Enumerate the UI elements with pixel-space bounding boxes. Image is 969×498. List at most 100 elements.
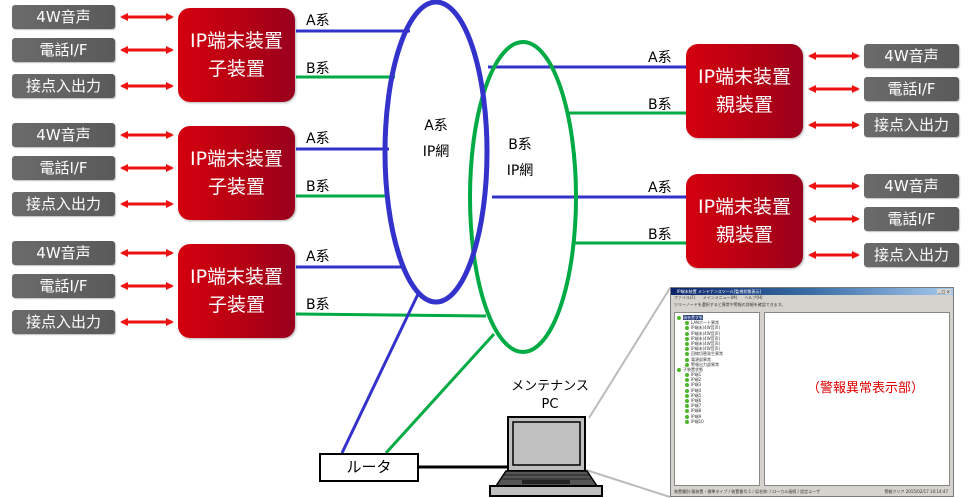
tree-node[interactable]: IP端4 (677, 388, 757, 393)
child-links (295, 29, 487, 318)
tree-node-icon (685, 321, 689, 326)
device-title-line2: 親装置 (715, 94, 773, 116)
child-device: IP端末装置子装置 (178, 244, 295, 338)
b-system-label: B系 (648, 97, 672, 113)
parent-device: IP端末装置親装置 (686, 44, 803, 138)
tree-node[interactable]: IP端3 (677, 382, 757, 388)
a-ip-network (382, 0, 490, 305)
tree-node[interactable]: IP端7 (677, 403, 757, 409)
tree-node[interactable]: IP端末(4W音声) (677, 341, 757, 346)
io-port-box: 4W音声 (12, 241, 115, 265)
io-port-box: 電話I/F (864, 77, 959, 101)
callout-line-top (588, 287, 671, 419)
io-port-box: 接点入出力 (864, 113, 959, 137)
child-device: IP端末装置子装置 (178, 8, 295, 102)
tree-node-label: IP端7 (691, 403, 702, 409)
menu-main[interactable]: メインメニュー(M) (702, 295, 738, 300)
tree-node-label: IP端2 (691, 377, 702, 383)
tree-node[interactable]: IP端6 (677, 398, 757, 403)
tree-node-label: LANポート異常 (691, 320, 720, 326)
maintenance-pc-label-line1: メンテナンス (511, 379, 589, 394)
window-title: IP端末装置 メンテナンスツール[監視状態表示] (677, 289, 761, 294)
io-port-box: 接点入出力 (12, 192, 115, 216)
tree-node[interactable]: IP端2 (677, 377, 757, 383)
device-title-line2: 子装置 (207, 294, 265, 316)
tree-node[interactable]: IP端5 (677, 393, 757, 398)
io-port-box: 電話I/F (864, 207, 959, 231)
tree-node-label: IP端6 (691, 398, 702, 403)
tree-node[interactable]: IP端末(4W音声) (677, 336, 757, 341)
tree-node[interactable]: 警報出力部異常 (677, 362, 757, 367)
tree-node[interactable]: IP端末(4W音声) (677, 346, 757, 352)
tree-node-label: IP端末(4W音声) (691, 330, 721, 336)
tree-node[interactable]: IP端末(4W音声) (677, 331, 757, 336)
tree-node-icon (677, 316, 681, 320)
tree-node-icon (685, 393, 689, 398)
tree-node-icon (685, 326, 689, 331)
tree-node-icon (685, 347, 689, 352)
tree-node-label: IP端5 (691, 392, 702, 398)
tree-node-label: IP端末(4W音声) (691, 346, 721, 352)
tree-node[interactable]: 親装置状態 (677, 315, 757, 320)
a-system-label: A系 (648, 50, 672, 66)
io-port-box: 4W音声 (12, 5, 115, 29)
tree-node[interactable]: IP端1 (677, 372, 757, 378)
tree-node-label: 警報出力部異常 (691, 361, 719, 367)
tree-node-label: IP端末(4W音声) (691, 335, 721, 341)
tree-node-label: IP端3 (691, 382, 702, 388)
tree-node-label: IP端9 (691, 413, 702, 419)
a-system-label: A系 (648, 180, 672, 196)
io-port-box: 4W音声 (864, 174, 959, 198)
tree-node-label: 回線切替発生異常 (691, 351, 723, 357)
tree-node-icon (685, 373, 689, 378)
tree-node[interactable]: 子装置状態 (677, 367, 757, 372)
router: ルータ (319, 453, 419, 482)
maintenance-pc-label: メンテナンス PC (500, 378, 600, 414)
menu-help[interactable]: ヘルプ(H) (744, 295, 763, 300)
tree-node[interactable]: IP端8 (677, 408, 757, 414)
tree-node[interactable]: 電源部異常 (677, 357, 757, 362)
window-controls[interactable]: _ □ × (937, 289, 951, 294)
tree-node-icon (685, 399, 689, 403)
a-network-label-line1: A系 (424, 118, 448, 134)
menu-file[interactable]: ファイル(F) (674, 295, 696, 300)
status-left: 装置種別:親装置・標準タイプ / 装置番号:1 / 局名称: / ローカル接続 … (674, 489, 821, 494)
tree-node-icon (685, 383, 689, 388)
tree-node[interactable]: IP端10 (677, 419, 757, 424)
router-a-link (340, 291, 421, 454)
io-port-box: 電話I/F (12, 156, 115, 180)
a-system-label: A系 (306, 249, 330, 265)
laptop-icon (489, 416, 603, 497)
child3-b-link (295, 312, 487, 318)
io-port-box: 接点入出力 (864, 243, 959, 267)
b-system-label: B系 (306, 297, 330, 313)
tree-node[interactable]: IP端9 (677, 414, 757, 419)
tree-node-icon (677, 367, 681, 372)
maintenance-tool-window: IP端末装置 メンテナンスツール[監視状態表示] _ □ × ファイル(F) メ… (670, 287, 954, 497)
window-titlebar: IP端末装置 メンテナンスツール[監視状態表示] _ □ × (671, 288, 953, 295)
b-system-label: B系 (306, 61, 330, 77)
tree-node[interactable]: 回線切替発生異常 (677, 351, 757, 357)
tree-node-icon (685, 352, 689, 357)
io-port-box: 電話I/F (12, 38, 115, 62)
tree-node-icon (685, 341, 689, 346)
tree-node-label: 親装置状態 (683, 315, 703, 320)
tree-node-label: IP端末(4W音声) (691, 325, 721, 331)
a-system-label: A系 (306, 13, 330, 29)
window-menubar: ファイル(F) メインメニュー(M) ヘルプ(H) (671, 295, 953, 301)
b-network-label: B系 IP網 (490, 132, 550, 184)
b-network-label-line1: B系 (508, 137, 532, 153)
device-title-line1: IP端末装置 (697, 66, 792, 88)
tree-node-label: 子装置状態 (683, 366, 703, 372)
io-port-box: 接点入出力 (12, 74, 115, 98)
window-hint-text: ツリーノードを選択すると異常や警報の詳細を確認できます。 (674, 302, 786, 307)
io-port-box: 電話I/F (12, 274, 115, 298)
tree-node[interactable]: LANポート異常 (677, 320, 757, 326)
window-statusbar: 装置種別:親装置・標準タイプ / 装置番号:1 / 局名称: / ローカル接続 … (674, 488, 950, 495)
tree-node-label: IP端10 (691, 418, 704, 424)
tree-node[interactable]: IP端末(4W音声) (677, 325, 757, 331)
alarm-display-label: （警報異常表示部） (807, 381, 925, 396)
maintenance-pc-label-line2: PC (541, 397, 559, 412)
